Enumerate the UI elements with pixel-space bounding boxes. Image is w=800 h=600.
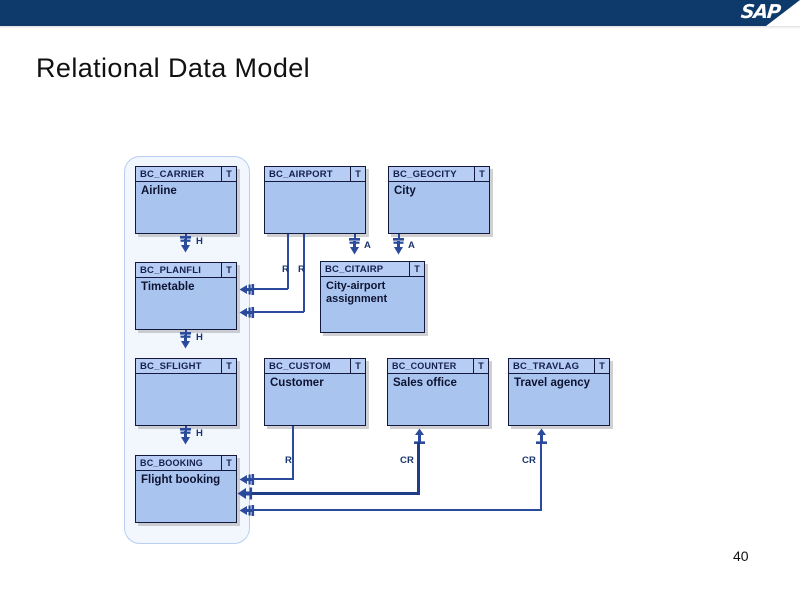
connector-custom-booking-h — [252, 478, 294, 480]
relation-arrow-left-icon — [239, 307, 255, 318]
entity-type-flag: T — [409, 262, 424, 276]
entity-description: Customer — [270, 377, 324, 389]
relation-arrow-down-icon — [180, 332, 191, 349]
entity-type-flag: T — [594, 359, 609, 373]
entity-bc-geocity[interactable]: BC_GEOCITY T City — [388, 166, 490, 234]
entity-description: Airline — [141, 185, 177, 197]
relation-arrow-down-icon — [180, 428, 191, 445]
relation-arrow-down-icon — [180, 236, 191, 253]
relation-label-h2: H — [196, 332, 204, 343]
entity-description — [136, 374, 236, 377]
band-drop-shadow — [0, 26, 800, 29]
entity-bc-counter[interactable]: BC_COUNTER T Sales office — [387, 358, 489, 426]
entity-table-name: BC_CUSTOM — [269, 360, 331, 372]
entity-header: BC_BOOKING T — [136, 456, 236, 471]
relation-arrow-down-icon — [393, 238, 404, 255]
connector-counter-booking-h — [252, 492, 420, 495]
entity-bc-travlag[interactable]: BC_TRAVLAG T Travel agency — [508, 358, 610, 426]
connector-airport-planfli-1-h — [252, 288, 288, 290]
entity-type-flag: T — [221, 263, 236, 277]
relation-label-r2: R — [298, 264, 306, 275]
entity-table-name: BC_COUNTER — [392, 361, 457, 371]
connector-airport-planfli-1-v — [287, 234, 289, 289]
entity-bc-airport[interactable]: BC_AIRPORT T — [264, 166, 366, 234]
connector-custom-booking-v — [292, 426, 294, 479]
connector-geocity-citairp-line — [398, 234, 400, 240]
entity-type-flag: T — [350, 359, 365, 373]
entity-header: BC_CARRIER T — [136, 167, 236, 182]
entity-header: BC_GEOCITY T — [389, 167, 489, 182]
entity-table-name: BC_AIRPORT — [269, 168, 333, 180]
entity-header: BC_SFLIGHT T — [136, 359, 236, 374]
entity-table-name: BC_BOOKING — [140, 458, 204, 468]
relation-label-a2: A — [408, 240, 416, 251]
relation-label-r1: R — [282, 264, 290, 275]
entity-header: BC_CUSTOM T — [265, 359, 365, 374]
entity-bc-citairp[interactable]: BC_CITAIRP T City-airport assignment — [320, 261, 425, 333]
entity-type-flag: T — [221, 456, 236, 470]
entity-type-flag: T — [221, 167, 236, 181]
entity-type-flag: T — [474, 167, 489, 181]
entity-header: BC_CITAIRP T — [321, 262, 424, 277]
entity-description: Travel agency — [514, 377, 591, 389]
entity-description: Sales office — [393, 377, 457, 389]
connector-travlag-booking-h — [252, 509, 542, 511]
entity-table-name: BC_CARRIER — [140, 168, 205, 180]
entity-table-name: BC_SFLIGHT — [140, 360, 202, 372]
entity-description: Timetable — [141, 281, 195, 293]
sap-header-band — [0, 0, 800, 26]
entity-description — [265, 182, 365, 185]
relation-label-a1: A — [364, 240, 372, 251]
entity-bc-custom[interactable]: BC_CUSTOM T Customer — [264, 358, 366, 426]
entity-header: BC_AIRPORT T — [265, 167, 365, 182]
entity-description: City-airport assignment — [326, 280, 388, 305]
sap-logo: SAP — [740, 1, 782, 23]
entity-header: BC_TRAVLAG T — [509, 359, 609, 374]
page-title: Relational Data Model — [36, 53, 311, 83]
connector-counter-booking-v — [417, 442, 420, 494]
entity-table-name: BC_TRAVLAG — [513, 360, 580, 372]
entity-description: City — [394, 185, 416, 197]
entity-table-name: BC_CITAIRP — [325, 263, 384, 275]
relation-arrow-left-icon — [237, 487, 253, 500]
entity-type-flag: T — [221, 359, 236, 373]
entity-table-name: BC_PLANFLI — [140, 264, 202, 276]
entity-description: Flight booking — [141, 474, 221, 486]
entity-bc-booking[interactable]: BC_BOOKING T Flight booking — [135, 455, 237, 523]
connector-airport-planfli-2-h — [252, 311, 304, 313]
connector-travlag-booking-v — [540, 442, 542, 510]
relation-arrow-left-icon — [239, 474, 255, 485]
relation-arrow-left-icon — [239, 284, 255, 295]
entity-header: BC_COUNTER T — [388, 359, 488, 374]
entity-type-flag: T — [350, 167, 365, 181]
entity-type-flag: T — [473, 359, 488, 373]
entity-bc-sflight[interactable]: BC_SFLIGHT T — [135, 358, 237, 426]
relation-label-r3: R — [285, 455, 293, 466]
relation-label-h1: H — [196, 236, 204, 247]
relation-arrow-down-icon — [349, 238, 360, 255]
entity-header: BC_PLANFLI T — [136, 263, 236, 278]
connector-airport-planfli-2-v — [303, 234, 305, 312]
connector-airport-citairp-line — [354, 234, 356, 240]
relation-arrow-left-icon — [239, 505, 255, 516]
entity-table-name: BC_GEOCITY — [393, 168, 457, 180]
entity-bc-planfli[interactable]: BC_PLANFLI T Timetable — [135, 262, 237, 330]
relation-label-cr1: CR — [400, 455, 415, 466]
relation-label-cr2: CR — [522, 455, 537, 466]
page-number: 40 — [733, 548, 749, 564]
entity-bc-carrier[interactable]: BC_CARRIER T Airline — [135, 166, 237, 234]
relation-label-h3: H — [196, 428, 204, 439]
